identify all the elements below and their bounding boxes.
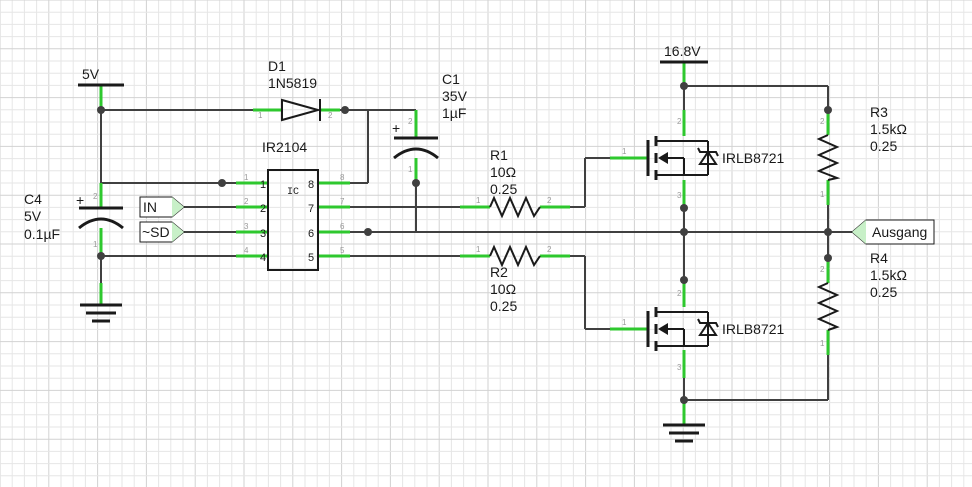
port-ausgang[interactable]: Ausgang [851,219,935,245]
pinnum-1: 1 [244,173,249,182]
port-in[interactable]: IN [139,196,185,218]
power-5v-label: 5V [82,66,100,82]
c4-cap: 0.1µF [24,226,60,242]
power-16v8-label: 16.8V [664,43,701,59]
r4-pin-1: 1 [820,339,825,348]
r1-ref: R1 [490,147,508,163]
c1-voltage: 35V [442,88,468,104]
ic-pin-7: 7 [308,203,314,215]
ic-name: IR2104 [262,139,307,155]
capacitor-c4[interactable]: + C4 5V 0.1µF [24,191,124,242]
port-sd[interactable]: ~SD [139,221,185,243]
pinnum-5: 5 [340,246,345,255]
q1-pin-3: 3 [677,191,682,200]
r4-value: 1.5kΩ [870,267,907,283]
r3-pin-2: 2 [820,117,825,126]
pinnum-8: 8 [340,173,345,182]
q2-pin-3: 3 [677,363,682,372]
pinnum-7: 7 [340,197,345,206]
q1-value: IRLB8721 [722,150,784,166]
q2-pin-1: 1 [622,318,627,327]
port-in-label: IN [143,199,157,215]
r4-ref: R4 [870,250,888,266]
r1-power: 0.25 [490,181,517,197]
d1-pin-2: 2 [328,111,333,120]
r4-pin-2: 2 [820,265,825,274]
r2-ref: R2 [490,264,508,280]
r3-pin-1: 1 [820,190,825,199]
r2-pin-2: 2 [547,245,552,254]
ic-pin-6: 6 [308,228,314,240]
pinnum-3: 3 [244,222,249,231]
c4-ref: C4 [24,191,42,207]
capacitor-c1[interactable]: + C1 35V 1µF [392,71,468,160]
ic-pin-2: 2 [260,203,266,215]
pinnum-4: 4 [244,246,249,255]
resistor-r1[interactable]: R1 10Ω 0.25 [489,147,541,219]
pins [99,62,830,425]
c1-plus: + [392,120,400,136]
r3-value: 1.5kΩ [870,121,907,137]
diode-d1[interactable]: D1 1N5819 [268,58,322,122]
c1-ref: C1 [442,71,460,87]
r2-value: 10Ω [490,281,516,297]
ground-left[interactable] [80,303,122,323]
ic-pin-3: 3 [260,228,266,240]
q1-pin-2: 2 [677,117,682,126]
q2-pin-2: 2 [677,289,682,298]
pinnum-2: 2 [244,197,249,206]
r2-pin-1: 1 [476,245,481,254]
resistor-r2[interactable]: R2 10Ω 0.25 [489,244,541,314]
ic-pin-5: 5 [308,252,314,264]
c4-voltage: 5V [24,208,42,224]
ic-body-label: IC [287,187,299,198]
c4-plus: + [76,192,84,208]
q2-value: IRLB8721 [722,321,784,337]
junctions [97,82,832,404]
ground-right[interactable] [663,423,705,443]
ic-pin-1: 1 [260,179,266,191]
ic-pin-4: 4 [260,252,266,264]
d1-ref: D1 [268,58,286,74]
mosfet-q2[interactable]: IRLB8721 [646,307,784,351]
d1-value: 1N5819 [268,75,317,91]
r3-ref: R3 [870,104,888,120]
ic-pin-8: 8 [308,179,314,191]
ic-ir2104[interactable]: IR2104 IC 1 2 3 4 5 6 7 8 1 2 3 4 8 7 6 … [244,139,345,271]
r2-power: 0.25 [490,298,517,314]
c1-pin-1: 1 [408,165,413,174]
c1-cap: 1µF [442,105,466,121]
r4-power: 0.25 [870,284,897,300]
c4-pin-2: 2 [93,192,98,201]
resistor-r4[interactable]: R4 1.5kΩ 0.25 [816,250,907,331]
pinnum-6: 6 [340,222,345,231]
c4-pin-1: 1 [93,240,98,249]
mosfet-q1[interactable]: IRLB8721 [646,136,784,180]
power-16v8[interactable]: 16.8V [660,43,708,64]
port-sd-label: ~SD [142,224,170,240]
c1-pin-2: 2 [408,117,413,126]
d1-pin-1: 1 [258,111,263,120]
port-ausgang-label: Ausgang [872,224,927,240]
resistor-r3[interactable]: R3 1.5kΩ 0.25 [816,104,907,181]
r1-pin-2: 2 [547,196,552,205]
r3-power: 0.25 [870,138,897,154]
r1-pin-1: 1 [476,196,481,205]
r1-value: 10Ω [490,164,516,180]
discrete-pin-numbers: 2 1 1 2 2 1 1 2 1 2 1 2 3 1 2 3 2 1 2 1 [93,111,825,372]
power-5v[interactable]: 5V [78,66,124,87]
q1-pin-1: 1 [622,147,627,156]
